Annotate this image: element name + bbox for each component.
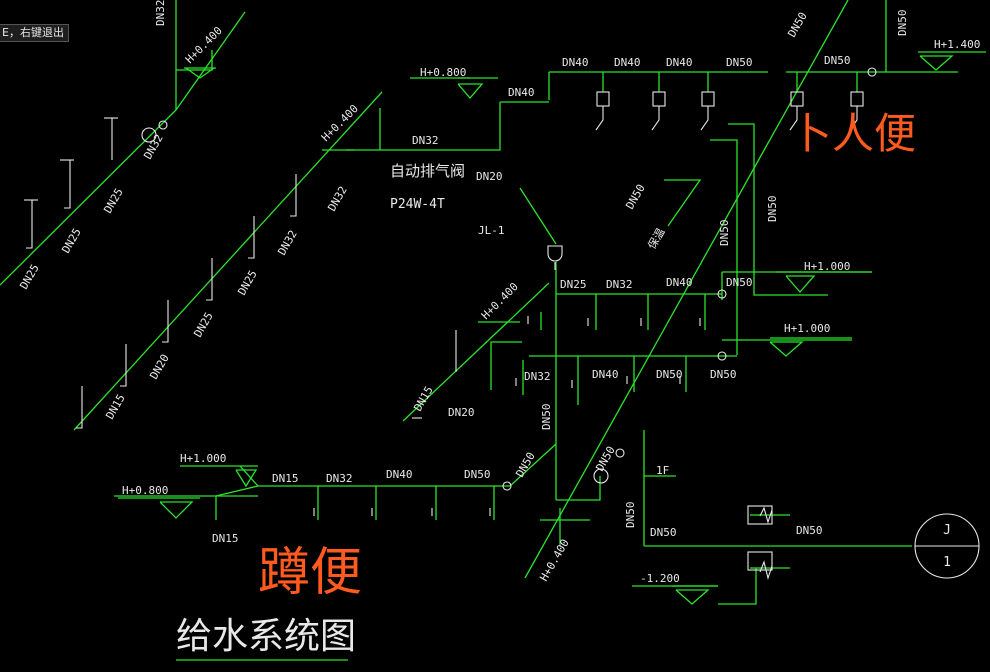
label-dn50-r2: DN50 <box>656 368 683 381</box>
valve-model: P24W-4T <box>390 197 445 212</box>
label-dn32-mid: DN32 <box>325 184 350 213</box>
label-dn40-vent: DN40 <box>508 86 535 99</box>
label-dn50-b1: DN50 <box>464 468 491 481</box>
label-elev-h1000-c: H+1.000 <box>180 452 226 465</box>
label-elev-minus1200: -1.200 <box>640 572 680 585</box>
label-dn15-mid: DN15 <box>411 384 436 413</box>
label-dn50-out-h: DN50 <box>650 526 677 539</box>
label-elev-h0800-b: H+0.800 <box>122 484 168 497</box>
label-dn50-diag-top: DN50 <box>785 10 810 39</box>
label-dn40-2: DN40 <box>614 56 641 69</box>
label-dn50-main-v: DN50 <box>540 404 553 431</box>
label-dn50-top: DN50 <box>726 56 753 69</box>
label-dn15-a: DN15 <box>103 392 128 421</box>
label-dn32-mid2: DN32 <box>275 228 300 257</box>
label-dn50-riser-v: DN50 <box>718 220 731 247</box>
axis-number: 1 <box>943 555 951 570</box>
label-dn32-r2: DN32 <box>524 370 551 383</box>
pipe-network <box>0 0 958 605</box>
label-dn25-r1: DN25 <box>560 278 587 291</box>
handwriting-top: 卜人便 <box>790 109 916 158</box>
label-dn15-b2: DN15 <box>212 532 239 545</box>
label-elev-h0400-d: H+0.400 <box>537 537 571 584</box>
label-dn50-r1: DN50 <box>726 276 753 289</box>
label-elev-h1400: H+1.400 <box>934 38 980 51</box>
label-dn50-out-v: DN50 <box>624 502 637 529</box>
label-dn25-e: DN25 <box>191 310 216 339</box>
label-dn32-branch: DN32 <box>412 134 439 147</box>
riser-label: JL-1 <box>478 224 505 237</box>
fixture-symbols <box>24 67 877 580</box>
label-dn50-top2: DN50 <box>824 54 851 67</box>
label-elev-h1000-b: H+1.000 <box>784 322 830 335</box>
label-dn40-r1: DN40 <box>666 276 693 289</box>
drawing-title: 给水系统图 <box>176 616 356 657</box>
label-dn50-right-v: DN50 <box>766 196 779 223</box>
pipe-labels: DN32 H+0.400 DN32 DN25 DN25 DN25 H+0.400… <box>17 0 980 585</box>
label-dn40-r2: DN40 <box>592 368 619 381</box>
label-dn50-out-h2: DN50 <box>796 524 823 537</box>
label-dn50-far-top: DN50 <box>896 10 909 37</box>
label-diag-cn: 保温 <box>644 225 667 251</box>
label-dn25-d: DN25 <box>235 268 260 297</box>
label-dn32-b1: DN32 <box>326 472 353 485</box>
label-dn40-1: DN40 <box>562 56 589 69</box>
label-dn15-b1: DN15 <box>272 472 299 485</box>
label-dn50-r2b: DN50 <box>710 368 737 381</box>
label-top-dn32: DN32 <box>154 0 167 26</box>
label-dn32-diag: DN32 <box>141 132 166 161</box>
label-elev-h1000-a: H+1.000 <box>804 260 850 273</box>
label-dn20-vent: DN20 <box>476 170 503 183</box>
label-dn50-diag-mid: DN50 <box>623 182 648 211</box>
axis-bubble[interactable]: J 1 <box>914 513 980 579</box>
status-tip: E，右键退出 <box>0 24 69 42</box>
label-dn25-b: DN25 <box>59 226 84 255</box>
floor-label: 1F <box>656 464 669 477</box>
label-dn25-a: DN25 <box>101 186 126 215</box>
label-dn20-a: DN20 <box>147 352 172 381</box>
label-dn40-b1: DN40 <box>386 468 413 481</box>
valve-label: 自动排气阀 <box>390 162 465 180</box>
axis-letter: J <box>943 523 951 538</box>
label-elev-h0400-a: H+0.400 <box>183 24 225 66</box>
label-dn20-mid: DN20 <box>448 406 475 419</box>
label-dn25-c: DN25 <box>17 262 42 291</box>
elevation-marks <box>118 51 986 605</box>
label-dn40-3: DN40 <box>666 56 693 69</box>
label-elev-h0800-a: H+0.800 <box>420 66 466 79</box>
label-dn32-r1: DN32 <box>606 278 633 291</box>
handwriting-bottom: 蹲便 <box>258 543 362 603</box>
